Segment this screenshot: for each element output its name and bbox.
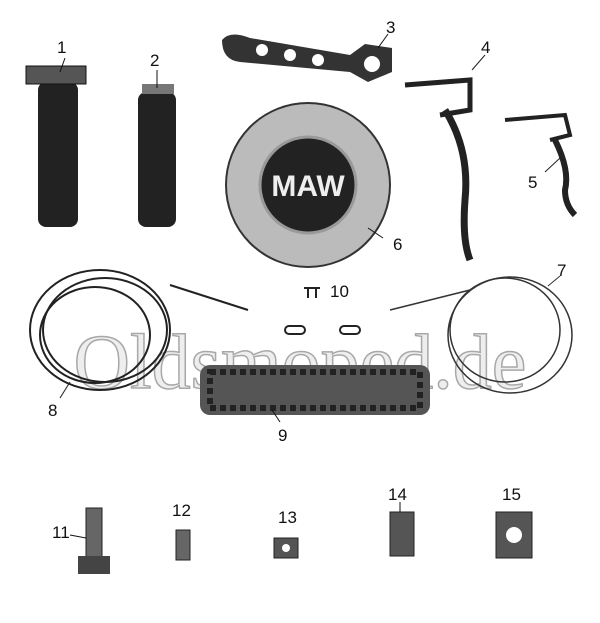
label-15: 15 (502, 485, 521, 504)
part-4-brake-lever (404, 54, 486, 262)
label-13: 13 (278, 508, 297, 527)
label-1: 1 (57, 38, 66, 57)
part-1-throttle-grip (25, 57, 87, 227)
part-13-nipple (273, 537, 299, 559)
part-10-chain-clip (284, 287, 361, 335)
part-6-maw-emblem: MAW (225, 102, 391, 268)
part-11-bolt (69, 507, 110, 574)
part-5-brake-lever (504, 112, 578, 218)
part-8-cable (29, 269, 249, 399)
part-9-chain (200, 365, 430, 423)
part-2-handle-grip (138, 70, 176, 227)
label-7: 7 (557, 261, 566, 280)
label-4: 4 (481, 38, 490, 57)
label-12: 12 (172, 501, 191, 520)
label-11: 11 (52, 523, 70, 542)
label-5: 5 (528, 173, 537, 192)
label-6: 6 (393, 235, 402, 254)
part-3-wrench (222, 33, 392, 82)
label-3: 3 (386, 18, 395, 37)
label-2: 2 (150, 51, 159, 70)
label-9: 9 (278, 426, 287, 445)
label-14: 14 (388, 485, 407, 504)
part-14-sleeve (389, 502, 415, 557)
part-7-cable (389, 275, 573, 394)
label-8: 8 (48, 401, 57, 420)
emblem-logo-text: MAW (271, 170, 345, 203)
part-12-sleeve (175, 529, 191, 561)
label-10: 10 (330, 282, 349, 301)
part-15-block (495, 511, 533, 559)
